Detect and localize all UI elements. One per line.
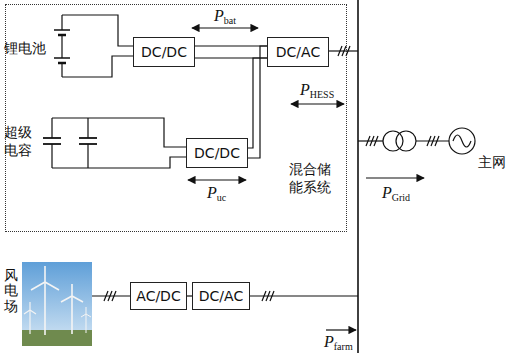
component-label: 锂电池 bbox=[4, 38, 46, 58]
component-label: 锂电池 bbox=[4, 40, 46, 56]
power-arrow bbox=[291, 103, 344, 104]
power-label: PGrid bbox=[382, 183, 410, 203]
component-label: 超级电容 bbox=[4, 124, 32, 159]
power-subscript: farm bbox=[334, 341, 353, 352]
dc-link-wire bbox=[195, 46, 267, 58]
grid-source-symbol bbox=[449, 128, 475, 154]
group-heading: 混合储能系统 bbox=[289, 161, 331, 196]
storage-group: 混合储能系统 DC/DC DC/AC DC/DC bbox=[5, 4, 347, 232]
bus-line bbox=[357, 0, 359, 353]
power-label: Puc bbox=[207, 183, 226, 203]
wire bbox=[92, 295, 130, 296]
box-label: DC/AC bbox=[276, 44, 320, 60]
dc-link-wire bbox=[248, 46, 267, 158]
converter-box: DC/DC bbox=[186, 138, 248, 168]
three-phase-mark bbox=[104, 291, 116, 301]
wind-farm-label: 风电场 bbox=[4, 268, 18, 314]
box-label: DC/AC bbox=[199, 288, 243, 304]
capacitor-symbol bbox=[43, 118, 186, 168]
box-label: AC/DC bbox=[136, 288, 180, 304]
power-arrow bbox=[366, 177, 424, 178]
power-arrow bbox=[326, 329, 356, 330]
wire bbox=[250, 295, 358, 296]
wind-farm-label: 风电场 bbox=[4, 268, 18, 314]
power-label: P bbox=[214, 7, 224, 24]
grid-label: 主网 bbox=[478, 152, 506, 172]
sine-wave bbox=[453, 135, 471, 147]
three-phase-mark bbox=[338, 46, 350, 56]
power-subscript: Grid bbox=[392, 192, 410, 203]
power-label: Pfarm bbox=[324, 332, 353, 352]
power-subscript: HESS bbox=[310, 89, 334, 100]
wire bbox=[358, 140, 383, 141]
component-label: 超级电容 bbox=[4, 124, 32, 159]
grid-label: 主网 bbox=[478, 154, 506, 170]
battery-symbol bbox=[54, 15, 133, 77]
three-phase-mark bbox=[262, 291, 274, 301]
power-subscript: uc bbox=[217, 192, 226, 203]
box-label: DC/DC bbox=[194, 145, 240, 161]
power-label: P bbox=[382, 184, 392, 201]
power-label: PHESS bbox=[300, 80, 334, 100]
power-subscript: bat bbox=[224, 15, 236, 26]
wind-farm-picture bbox=[22, 262, 92, 346]
power-label: Pbat bbox=[214, 6, 236, 26]
converter-box: DC/DC bbox=[133, 37, 195, 67]
transformer-symbol bbox=[396, 131, 416, 151]
three-phase-mark bbox=[366, 136, 378, 146]
box-label: DC/DC bbox=[141, 44, 187, 60]
power-label: P bbox=[324, 333, 334, 350]
power-arrow bbox=[192, 27, 258, 28]
power-label: P bbox=[207, 184, 217, 201]
power-label: P bbox=[300, 81, 310, 98]
power-arrow bbox=[188, 179, 246, 180]
transformer-symbol bbox=[383, 131, 403, 151]
converter-box: AC/DC bbox=[130, 282, 187, 310]
three-phase-mark bbox=[427, 136, 439, 146]
converter-box: DC/AC bbox=[267, 37, 329, 67]
converter-box: DC/AC bbox=[192, 282, 250, 310]
